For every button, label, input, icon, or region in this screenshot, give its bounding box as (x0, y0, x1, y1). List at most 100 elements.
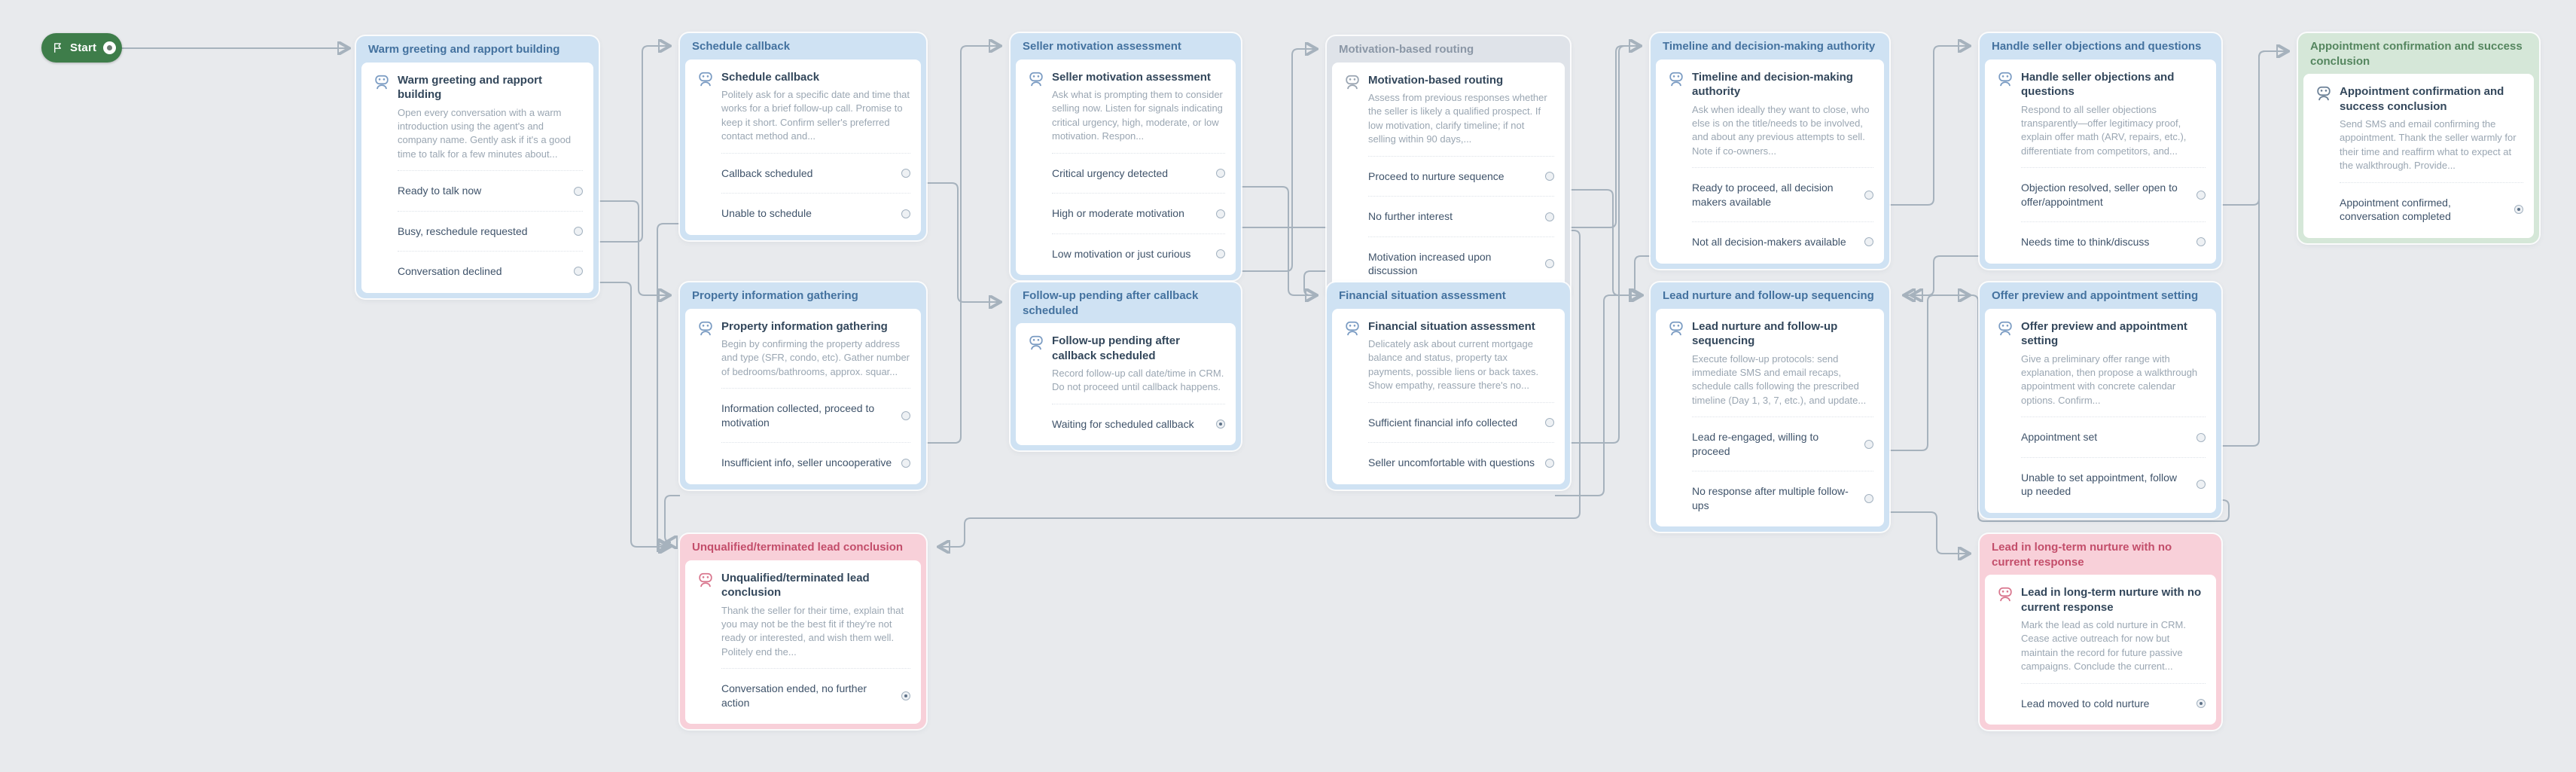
option-output-handle[interactable] (1864, 439, 1873, 449)
option-output-handle[interactable] (1216, 169, 1225, 179)
node-title: Lead in long-term nurture with no curren… (2021, 586, 2202, 614)
node-title: Follow-up pending after callback schedul… (1052, 334, 1180, 362)
node-header[interactable]: Handle seller objections and questions (1992, 40, 2202, 53)
node-description: Ask what is prompting them to consider s… (1052, 89, 1223, 142)
option-row[interactable]: Unable to set appointment, follow up nee… (2021, 456, 2206, 511)
node-body: Warm greeting and rapport building Open … (361, 62, 593, 293)
node-header[interactable]: Offer preview and appointment setting (1992, 289, 2199, 302)
option-row[interactable]: Needs time to think/discuss (2021, 221, 2206, 261)
option-row[interactable]: Motivation increased upon discussion (1368, 236, 1554, 291)
option-row[interactable]: Seller uncomfortable with questions (1368, 442, 1554, 482)
node-body: Handle seller objections and questions R… (1985, 59, 2216, 264)
option-output-handle[interactable] (1864, 237, 1873, 247)
option-row[interactable]: Appointment set (2021, 417, 2206, 456)
flow-node-followup_pending[interactable]: Follow-up pending after callback schedul… (1011, 282, 1241, 451)
node-body: Financial situation assessment Delicatel… (1332, 308, 1565, 484)
option-output-handle[interactable] (574, 186, 583, 196)
node-header[interactable]: Lead in long-term nurture with no curren… (1992, 541, 2172, 569)
option-label: Ready to talk now (398, 185, 482, 197)
option-row[interactable]: Callback scheduled (721, 152, 910, 193)
option-output-handle[interactable] (901, 169, 910, 179)
node-header[interactable]: Schedule callback (692, 40, 791, 53)
node-header[interactable]: Property information gathering (692, 289, 858, 302)
option-output-handle[interactable] (1545, 418, 1554, 428)
option-row[interactable]: Information collected, proceed to motiva… (721, 388, 910, 442)
option-row[interactable]: Insufficient info, seller uncooperative (721, 442, 910, 482)
option-terminal-handle[interactable] (1216, 420, 1225, 429)
flow-node-unqualified[interactable]: Unqualified/terminated lead conclusion U… (680, 534, 926, 730)
option-output-handle[interactable] (1864, 190, 1873, 200)
option-output-handle[interactable] (1216, 209, 1225, 218)
node-header[interactable]: Financial situation assessment (1339, 289, 1506, 302)
flow-node-objections[interactable]: Handle seller objections and questions H… (1980, 33, 2221, 269)
flow-node-appointment_confirmation[interactable]: Appointment confirmation and success con… (2298, 33, 2539, 243)
option-output-handle[interactable] (1216, 249, 1225, 258)
option-output-handle[interactable] (2196, 480, 2206, 490)
option-row[interactable]: High or moderate motivation (1052, 193, 1225, 233)
option-output-handle[interactable] (901, 410, 910, 420)
flow-node-warm_greeting[interactable]: Warm greeting and rapport building Warm … (356, 36, 599, 298)
option-output-handle[interactable] (2196, 237, 2206, 247)
flow-node-schedule_callback[interactable]: Schedule callback Schedule callback Poli… (680, 33, 926, 240)
option-terminal-handle[interactable] (2514, 205, 2523, 215)
option-row[interactable]: Ready to talk now (398, 170, 583, 210)
option-row[interactable]: Unable to schedule (721, 193, 910, 233)
option-output-handle[interactable] (1864, 493, 1873, 503)
flow-node-offer_preview[interactable]: Offer preview and appointment setting Of… (1980, 282, 2221, 518)
option-output-handle[interactable] (1545, 259, 1554, 269)
option-row[interactable]: Sufficient financial info collected (1368, 401, 1554, 442)
flow-node-property_info[interactable]: Property information gathering Property … (680, 282, 926, 490)
flow-node-lead_nurture[interactable]: Lead nurture and follow-up sequencing Le… (1651, 282, 1889, 532)
node-header[interactable]: Timeline and decision-making authority (1663, 40, 1876, 53)
option-output-handle[interactable] (1545, 212, 1554, 221)
option-row[interactable]: Ready to proceed, all decision makers av… (1692, 167, 1873, 221)
option-output-handle[interactable] (1545, 458, 1554, 468)
option-row[interactable]: No response after multiple follow-ups (1692, 471, 1873, 525)
option-row[interactable]: Not all decision-makers available (1692, 221, 1873, 261)
option-row[interactable]: Lead re-engaged, willing to proceed (1692, 417, 1873, 471)
flow-node-financial[interactable]: Financial situation assessment Financial… (1327, 282, 1570, 490)
option-row[interactable]: Critical urgency detected (1052, 152, 1225, 193)
option-output-handle[interactable] (1545, 172, 1554, 182)
edge (940, 230, 1581, 547)
node-header[interactable]: Unqualified/terminated lead conclusion (692, 541, 904, 554)
node-header[interactable]: Appointment confirmation and success con… (2310, 40, 2523, 68)
start-label: Start (70, 41, 97, 54)
option-output-handle[interactable] (574, 267, 583, 276)
option-output-handle[interactable] (901, 209, 910, 218)
node-header[interactable]: Motivation-based routing (1339, 43, 1474, 56)
node-header[interactable]: Warm greeting and rapport building (368, 43, 560, 56)
option-row[interactable]: Busy, reschedule requested (398, 210, 583, 251)
option-row[interactable]: Waiting for scheduled callback (1052, 403, 1225, 444)
option-output-handle[interactable] (574, 227, 583, 236)
option-label: Needs time to think/discuss (2021, 236, 2150, 249)
node-header[interactable]: Seller motivation assessment (1023, 40, 1181, 53)
option-row[interactable]: Objection resolved, seller open to offer… (2021, 167, 2206, 221)
option-terminal-handle[interactable] (901, 691, 910, 700)
option-row[interactable]: Conversation declined (398, 251, 583, 291)
flow-node-motivation_routing[interactable]: Motivation-based routing Motivation-base… (1327, 36, 1570, 298)
flow-node-seller_motivation[interactable]: Seller motivation assessment Seller moti… (1011, 33, 1241, 281)
node-description: Begin by confirming the property address… (721, 338, 910, 377)
node-header[interactable]: Lead nurture and follow-up sequencing (1663, 289, 1874, 302)
node-header[interactable]: Follow-up pending after callback schedul… (1023, 289, 1199, 317)
node-body: Property information gathering Begin by … (685, 308, 921, 484)
robot-icon (2315, 84, 2332, 173)
option-row[interactable]: No further interest (1368, 196, 1554, 236)
flow-node-timeline[interactable]: Timeline and decision-making authority T… (1651, 33, 1889, 269)
option-row[interactable]: Proceed to nurture sequence (1368, 155, 1554, 196)
option-terminal-handle[interactable] (2196, 699, 2206, 709)
start-output-handle[interactable] (103, 41, 117, 54)
option-row[interactable]: Low motivation or just curious (1052, 233, 1225, 273)
option-row[interactable]: Conversation ended, no further action (721, 668, 910, 722)
option-output-handle[interactable] (2196, 190, 2206, 200)
flow-node-lead_longterm[interactable]: Lead in long-term nurture with no curren… (1980, 534, 2221, 731)
option-row[interactable]: Appointment confirmed, conversation comp… (2340, 182, 2523, 236)
option-row[interactable]: Lead moved to cold nurture (2021, 682, 2206, 723)
robot-icon (1344, 319, 1361, 393)
option-output-handle[interactable] (901, 458, 910, 468)
start-node[interactable]: Start (41, 33, 123, 63)
option-output-handle[interactable] (2196, 432, 2206, 442)
